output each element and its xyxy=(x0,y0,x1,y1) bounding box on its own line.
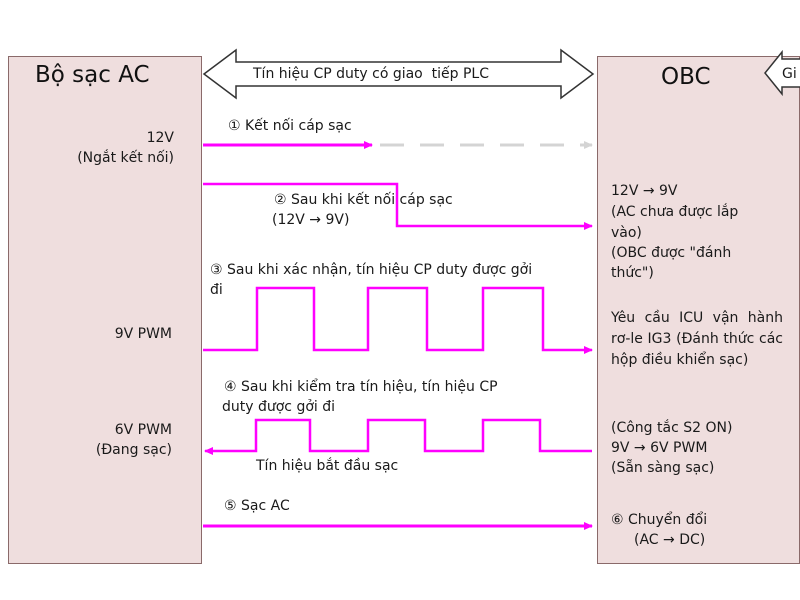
obc-r1-line1: 12V → 9V xyxy=(611,183,678,199)
obc-r1-line3: vào) xyxy=(611,225,642,241)
obc-r4-line1: ⑥ Chuyển đổi xyxy=(611,512,708,528)
step2-signal-line xyxy=(203,182,593,230)
obc-r2-text: Yêu cầu ICU vận hành rơ-le IG3 (Đánh thứ… xyxy=(611,310,783,368)
step4-label-line2: duty được gởi đi xyxy=(222,399,336,415)
label-12v: 12V xyxy=(146,130,174,146)
obc-panel xyxy=(597,56,800,564)
ac-charger-title: Bộ sạc AC xyxy=(35,62,150,88)
obc-r3-line2: 9V → 6V PWM xyxy=(611,440,708,456)
obc-r3-line3: (Sẵn sàng sạc) xyxy=(611,460,715,476)
step3-label-line1: ③ Sau khi xác nhận, tín hiệu CP duty đượ… xyxy=(210,262,533,278)
pwm-6v-square-wave xyxy=(204,418,592,455)
step3-label-line2: đi xyxy=(210,282,223,298)
step2-label-line2: (12V → 9V) xyxy=(272,212,350,228)
cropped-arrow-shape xyxy=(764,49,800,97)
plc-double-arrow xyxy=(202,48,595,100)
charge-start-label: Tín hiệu bắt đầu sạc xyxy=(256,458,399,474)
label-9v-pwm: 9V PWM xyxy=(114,326,172,342)
cropped-arrow-label: Gi xyxy=(782,66,797,82)
obc-r3-line1: (Công tắc S2 ON) xyxy=(611,420,733,436)
obc-title: OBC xyxy=(661,64,711,90)
pwm-9v-square-wave xyxy=(203,286,593,354)
label-disconnect: (Ngắt kết nối) xyxy=(77,150,174,166)
obc-r1-line5: thức") xyxy=(611,265,654,281)
obc-r4-line2: (AC → DC) xyxy=(634,532,706,548)
ac-charger-panel xyxy=(8,56,202,564)
step2-label-line1: ② Sau khi kết nối cáp sạc xyxy=(274,192,453,208)
obc-r1-line4: (OBC được "đánh xyxy=(611,245,732,261)
step5-label: ⑤ Sạc AC xyxy=(224,498,290,514)
step1-label: ① Kết nối cáp sạc xyxy=(228,118,352,134)
step4-label-line1: ④ Sau khi kiểm tra tín hiệu, tín hiệu CP xyxy=(224,379,498,395)
label-charging: (Đang sạc) xyxy=(95,442,172,458)
top-arrow-label: Tín hiệu CP duty có giao tiếp PLC xyxy=(253,66,489,82)
label-6v-pwm: 6V PWM xyxy=(114,422,172,438)
obc-r1-line2: (AC chưa được lắp xyxy=(611,204,739,220)
